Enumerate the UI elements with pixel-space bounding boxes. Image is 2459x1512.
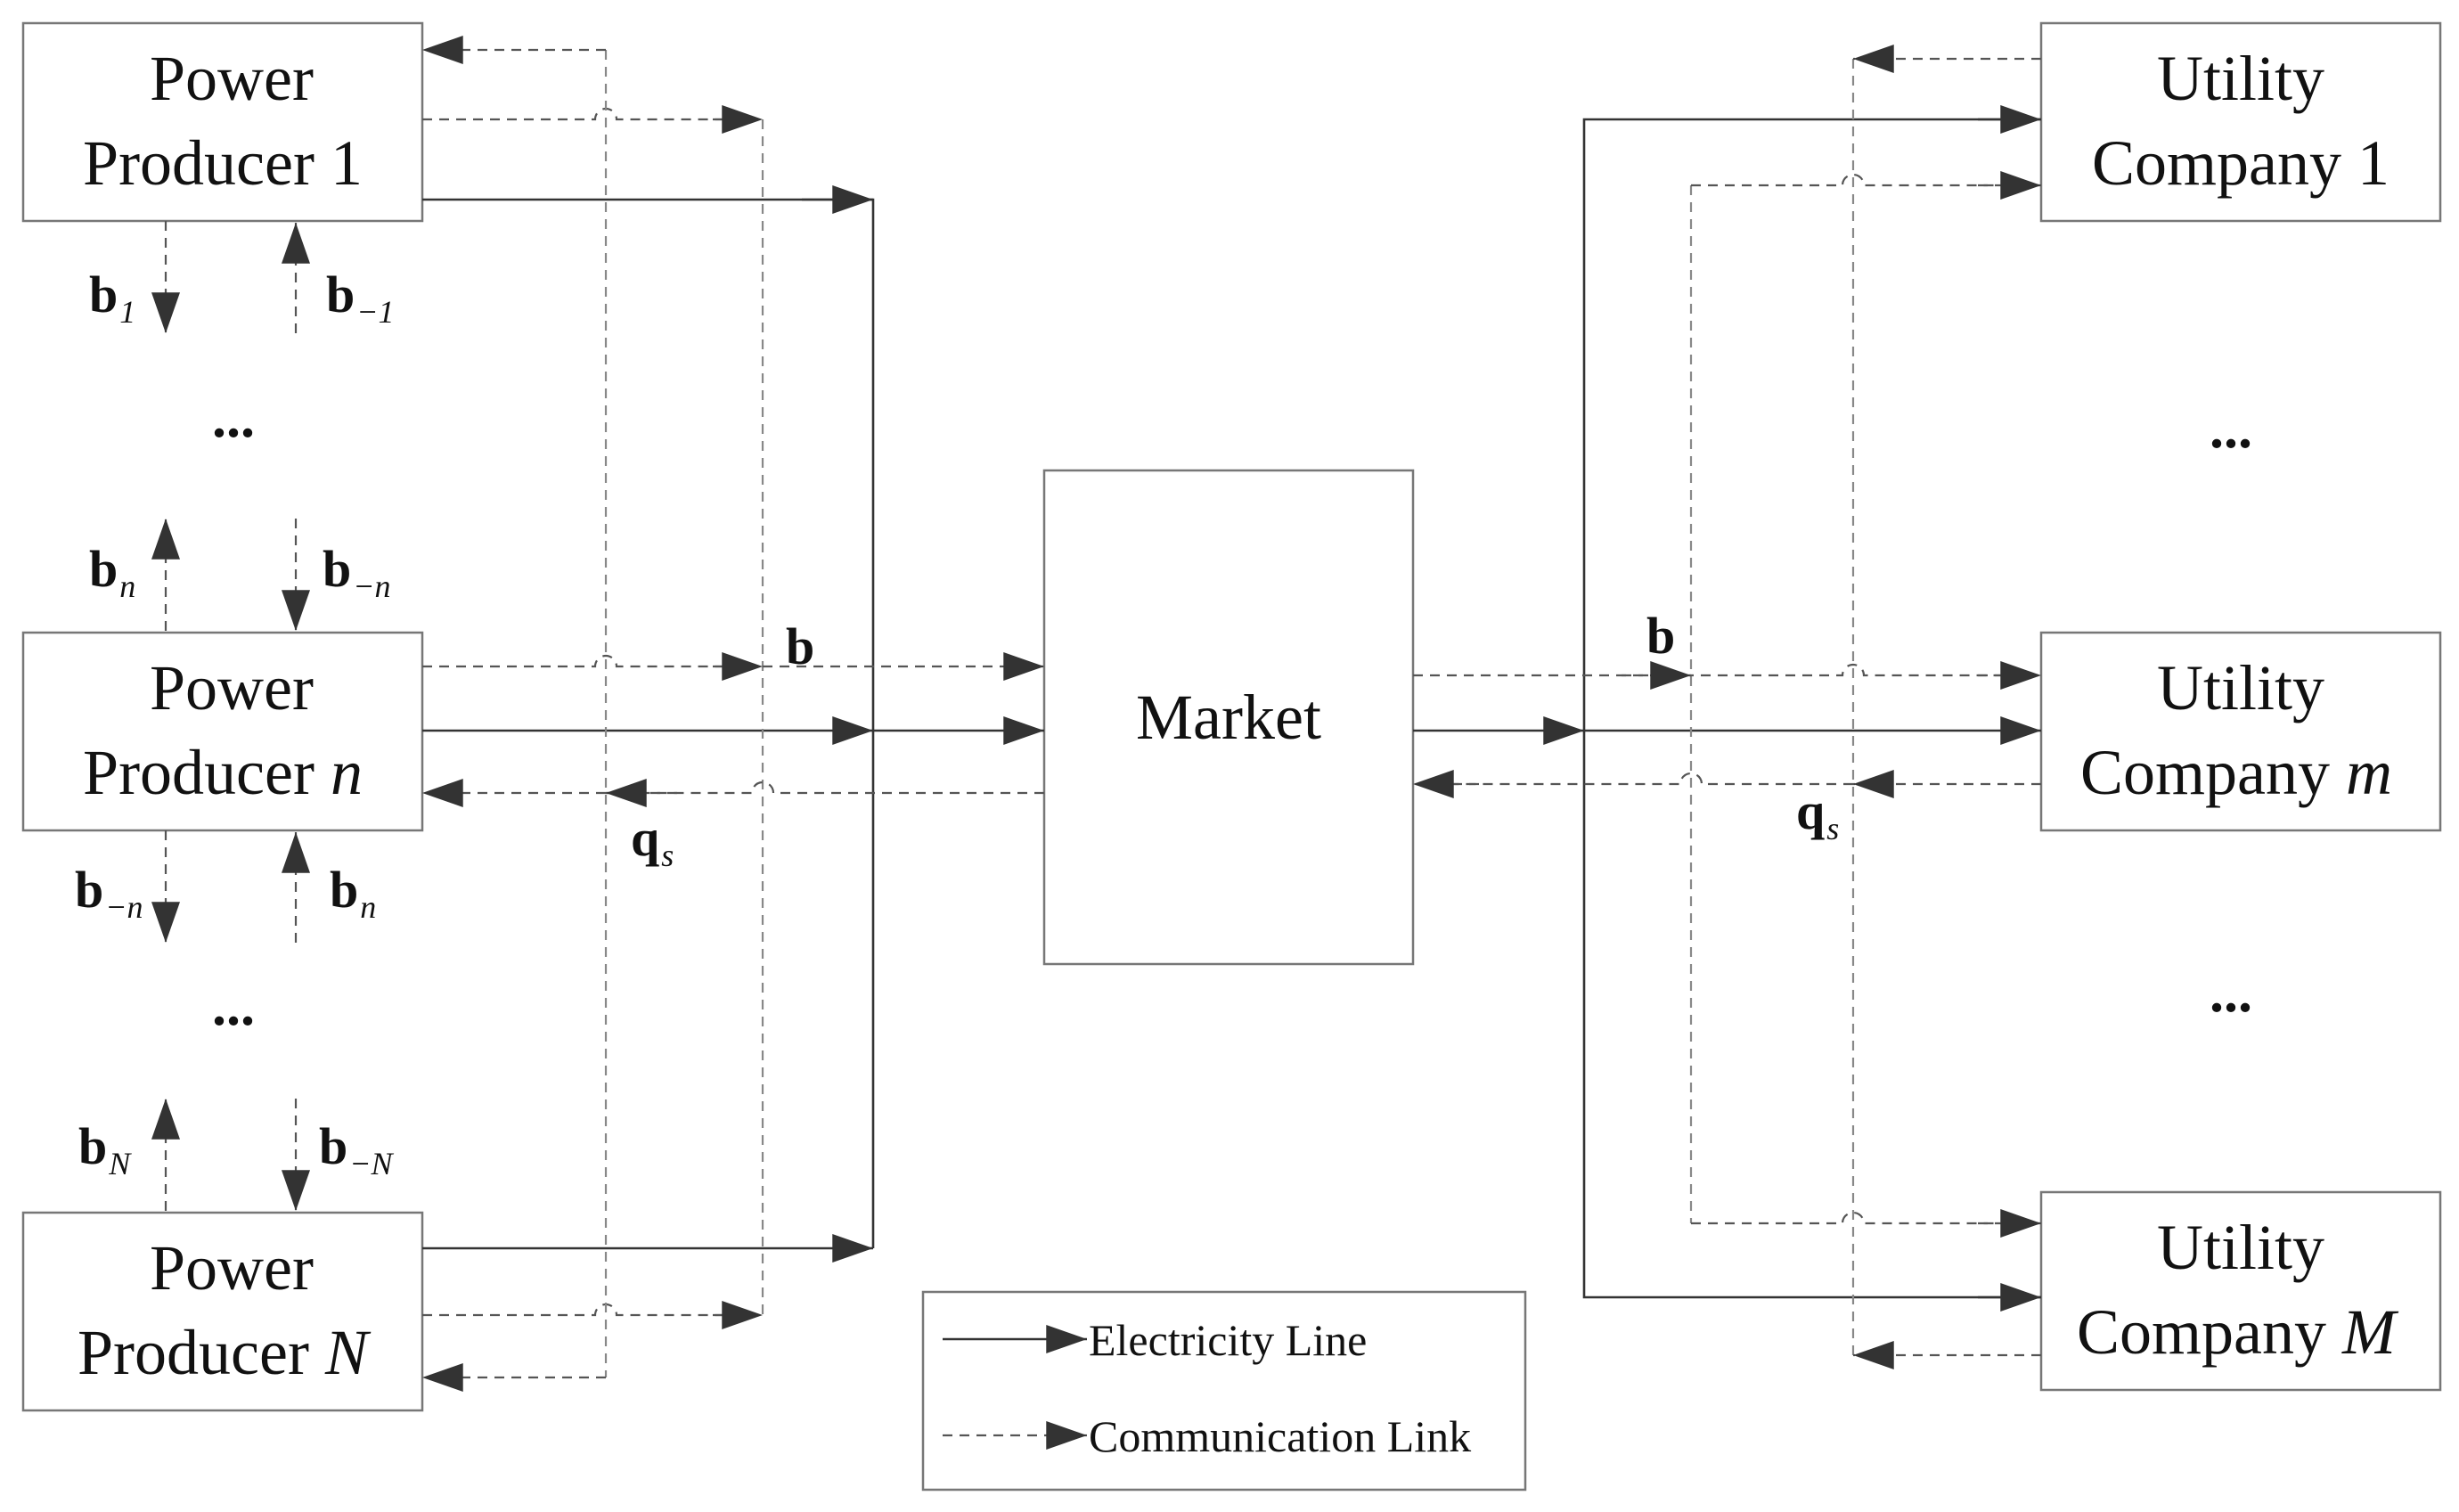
ellipsis-utilities-bottom: ... (2210, 960, 2252, 1024)
power-producer-1-line1: Power (150, 43, 314, 114)
label-b1: b1 (89, 266, 135, 330)
bid-line-utilityM (1691, 1211, 2041, 1225)
utility-company-m-line1: Utility (2157, 652, 2324, 723)
legend-communication-label: Communication Link (1089, 1411, 1471, 1461)
label-bnegn-upper: b−n (323, 540, 391, 604)
power-producer-N-box: Power Producer N (21, 1211, 424, 1412)
ellipsis-utilities-top: ... (2210, 396, 2252, 460)
market-box: Market (1042, 469, 1415, 966)
utility-company-1-line1: Utility (2157, 43, 2324, 114)
electricity-bus-utilities (1582, 118, 2041, 1299)
utility-company-M-line1: Utility (2157, 1212, 2324, 1283)
power-producer-N-line2: Producer N (78, 1317, 372, 1388)
label-b-right: b (1646, 607, 1675, 665)
label-bN: bN (78, 1117, 132, 1181)
utility-company-m-box: Utility Company m (2039, 631, 2442, 832)
label-qs-right: qs (1796, 782, 1839, 846)
utility-company-1-line2: Company 1 (2092, 127, 2390, 199)
bid-line-producer1 (422, 107, 763, 121)
ellipsis-producers-top: ... (212, 386, 255, 449)
power-producer-1-box: Power Producer 1 (21, 21, 424, 223)
power-producer-n-line2: Producer n (83, 737, 363, 808)
bid-line-producern (422, 654, 763, 668)
bid-line-producerN (422, 1303, 763, 1317)
utility-company-1-box: Utility Company 1 (2039, 21, 2442, 223)
utility-company-M-box: Utility Company M (2039, 1190, 2442, 1392)
power-producer-1-line2: Producer 1 (83, 127, 363, 199)
label-bnegn-lower: b−n (75, 861, 143, 925)
ellipsis-producers-bottom: ... (212, 974, 255, 1037)
label-bnegN: b−N (319, 1117, 395, 1181)
label-b-left: b (786, 617, 814, 675)
label-bneg1: b−1 (326, 266, 395, 330)
utility-company-m-line2: Company m (2080, 737, 2392, 808)
power-producer-N-line1: Power (150, 1232, 314, 1304)
market-label: Market (1136, 682, 1321, 753)
legend-electricity-label: Electricity Line (1089, 1315, 1367, 1365)
power-producer-n-line1: Power (150, 652, 314, 723)
label-bn-upper: bn (89, 540, 135, 604)
label-qs-left: qs (631, 809, 674, 873)
electricity-bus-producers (422, 198, 875, 1248)
power-producer-n-box: Power Producer n (21, 631, 424, 832)
label-bn-lower: bn (330, 861, 376, 925)
bid-line-utility1 (1691, 173, 2041, 187)
quantity-line-to-market (1413, 772, 1853, 786)
legend-box: Electricity Line Communication Link (921, 1290, 1527, 1492)
price-line-from-market (606, 781, 1044, 795)
utility-company-M-line2: Company M (2077, 1296, 2399, 1368)
bid-line-market-out (1413, 663, 2041, 677)
